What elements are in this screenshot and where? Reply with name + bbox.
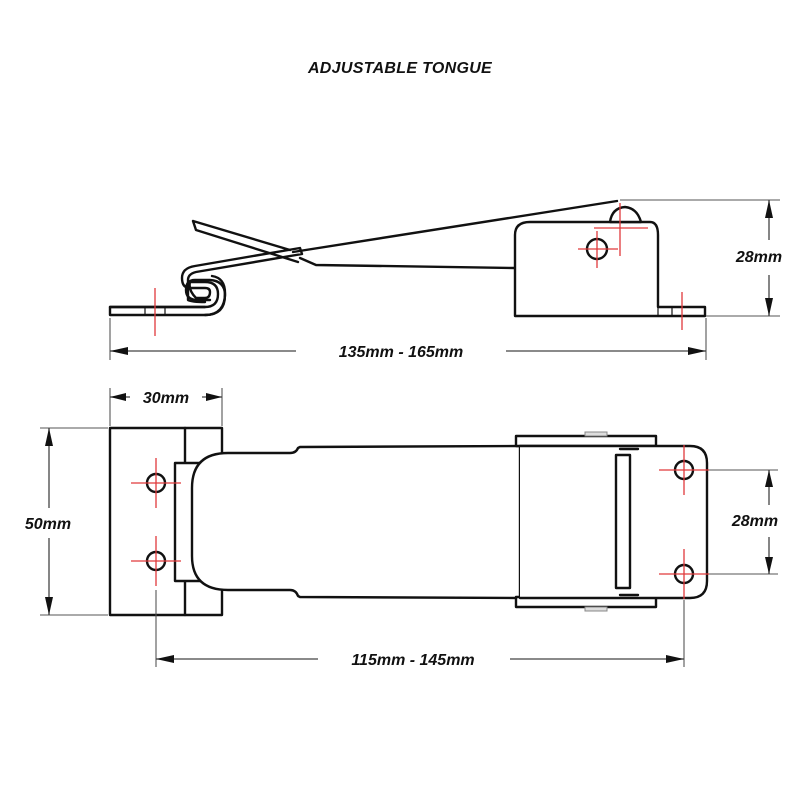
plan-view: 30mm 50mm 28mm 115mm - 145mm xyxy=(25,388,778,669)
hinge-bar xyxy=(614,453,632,590)
keeper-hook xyxy=(108,246,304,309)
hook-curl xyxy=(184,278,227,317)
side-height-label: 28mm xyxy=(735,249,782,266)
plan-length-label: 115mm - 145mm xyxy=(351,652,474,669)
base-plate-plan xyxy=(518,444,709,600)
pivot-knuckle xyxy=(608,205,643,224)
lever xyxy=(291,199,619,270)
keeper-width-label: 30mm xyxy=(143,390,189,407)
keeper-height-label: 50mm xyxy=(25,516,71,533)
base-housing xyxy=(513,220,707,318)
latch-body xyxy=(190,444,522,600)
side-length-label: 135mm - 165mm xyxy=(339,344,464,361)
hole-spacing-label: 28mm xyxy=(731,513,778,530)
drawing-title: ADJUSTABLE TONGUE xyxy=(307,60,493,77)
tongue-arm xyxy=(191,219,300,264)
top-rail xyxy=(514,434,658,448)
side-view: 28mm 135mm - 165mm xyxy=(108,199,782,361)
